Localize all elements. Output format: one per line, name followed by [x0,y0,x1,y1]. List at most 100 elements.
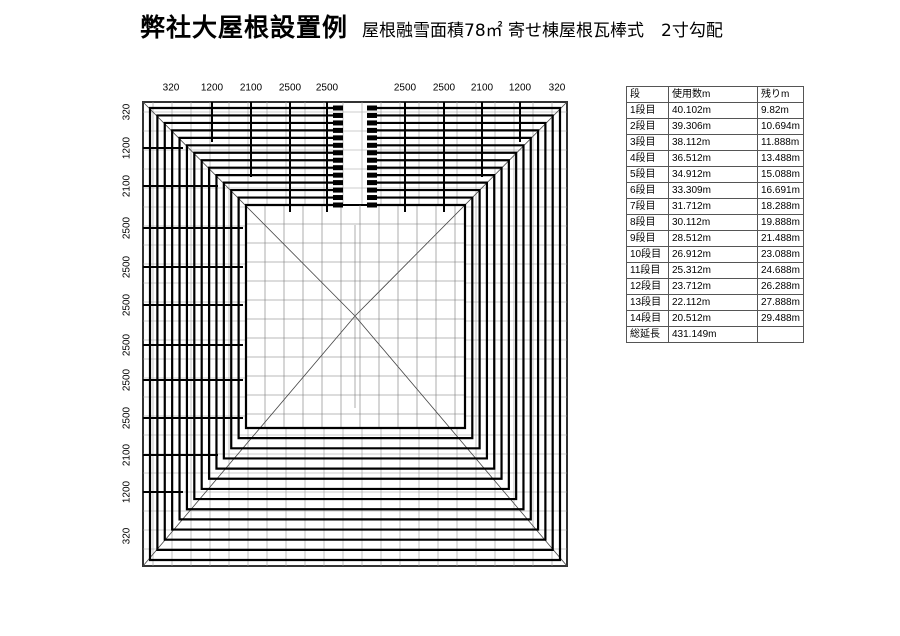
hip-line [142,101,356,317]
table-cell: 13段目 [626,294,669,311]
table-cell: 22.112m [668,294,758,311]
heating-cable-ring [237,196,474,440]
cable-terminal [333,135,343,141]
cable-terminal [367,105,377,111]
dimension-label: 320 [121,103,133,121]
table-cell: 23.712m [668,278,758,295]
dimension-label: 320 [162,82,180,94]
cable-terminal [333,195,343,201]
heating-cable-ring [244,203,467,430]
heating-cable-ring [163,121,547,541]
table-cell: 3段目 [626,134,669,151]
cable-terminal [367,172,377,178]
dimension-label: 2500 [121,216,133,240]
cable-terminal [367,165,377,171]
table-cell: 21.488m [757,230,804,247]
dimension-label: 1200 [508,82,532,94]
table-cell: 7段目 [626,198,669,215]
heating-cable-ring [222,181,489,460]
table-cell [757,326,804,343]
table-cell: 6段目 [626,182,669,199]
cable-terminal [367,157,377,163]
table-cell: 総延長 [626,326,669,343]
table-cell: 18.288m [757,198,804,215]
cable-terminal [333,112,343,118]
cable-terminal [367,180,377,186]
table-cell: 12段目 [626,278,669,295]
roof-outline [142,101,568,567]
heating-cable-ring [230,188,481,450]
dimension-label: 320 [121,527,133,545]
table-cell: 20.512m [668,310,758,327]
dimension-label: 2500 [121,368,133,392]
dimension-label: 1200 [200,82,224,94]
dimension-label: 1200 [121,480,133,504]
dimension-label: 2100 [121,174,133,198]
table-cell: 431.149m [668,326,758,343]
cable-terminal [367,112,377,118]
heating-cable-ring [185,144,525,511]
cable-terminal [333,172,343,178]
table-cell: 26.912m [668,246,758,263]
cable-terminal [333,180,343,186]
heating-cable-ring [156,114,554,551]
dimension-label: 2500 [315,82,339,94]
table-cell: 9.82m [757,102,804,119]
table-cell: 14段目 [626,310,669,327]
dimension-label: 1200 [121,136,133,160]
table-cell: 28.512m [668,230,758,247]
dimension-label: 320 [548,82,566,94]
table-cell: 36.512m [668,150,758,167]
table-cell: 30.112m [668,214,758,231]
table-cell: 25.312m [668,262,758,279]
table-cell: 23.088m [757,246,804,263]
table-cell: 11段目 [626,262,669,279]
cable-terminal [333,202,343,208]
heating-cable-ring [207,166,503,480]
cable-terminal [333,120,343,126]
table-cell: 16.691m [757,182,804,199]
table-cell: 33.309m [668,182,758,199]
table-cell: 1段目 [626,102,669,119]
dimension-label: 2100 [470,82,494,94]
dimension-label: 2100 [239,82,263,94]
heating-cable-ring [171,129,540,531]
title-sub: 屋根融雪面積78㎡ 寄せ棟屋根瓦棒式 2寸勾配 [362,21,723,41]
heating-cable-ring [200,159,510,491]
table-cell: 残りm [757,86,804,103]
cable-terminal [333,157,343,163]
cable-terminal [333,187,343,193]
cable-terminal [333,165,343,171]
cable-terminal [367,187,377,193]
heating-cable-ring [178,136,532,521]
table-cell: 15.088m [757,166,804,183]
page-title: 弊社大屋根設置例屋根融雪面積78㎡ 寄せ棟屋根瓦棒式 2寸勾配 [140,8,723,44]
hip-line [354,315,568,567]
table-cell: 34.912m [668,166,758,183]
table-cell: 5段目 [626,166,669,183]
cable-terminal [333,127,343,133]
dimension-label: 2500 [432,82,456,94]
table-cell: 9段目 [626,230,669,247]
dimension-label: 2500 [121,293,133,317]
dimension-label: 2500 [278,82,302,94]
table-cell: 2段目 [626,118,669,135]
table-cell: 40.102m [668,102,758,119]
cable-terminal [333,105,343,111]
table-cell: 24.688m [757,262,804,279]
table-cell: 4段目 [626,150,669,167]
table-cell: 31.712m [668,198,758,215]
table-cell: 26.288m [757,278,804,295]
